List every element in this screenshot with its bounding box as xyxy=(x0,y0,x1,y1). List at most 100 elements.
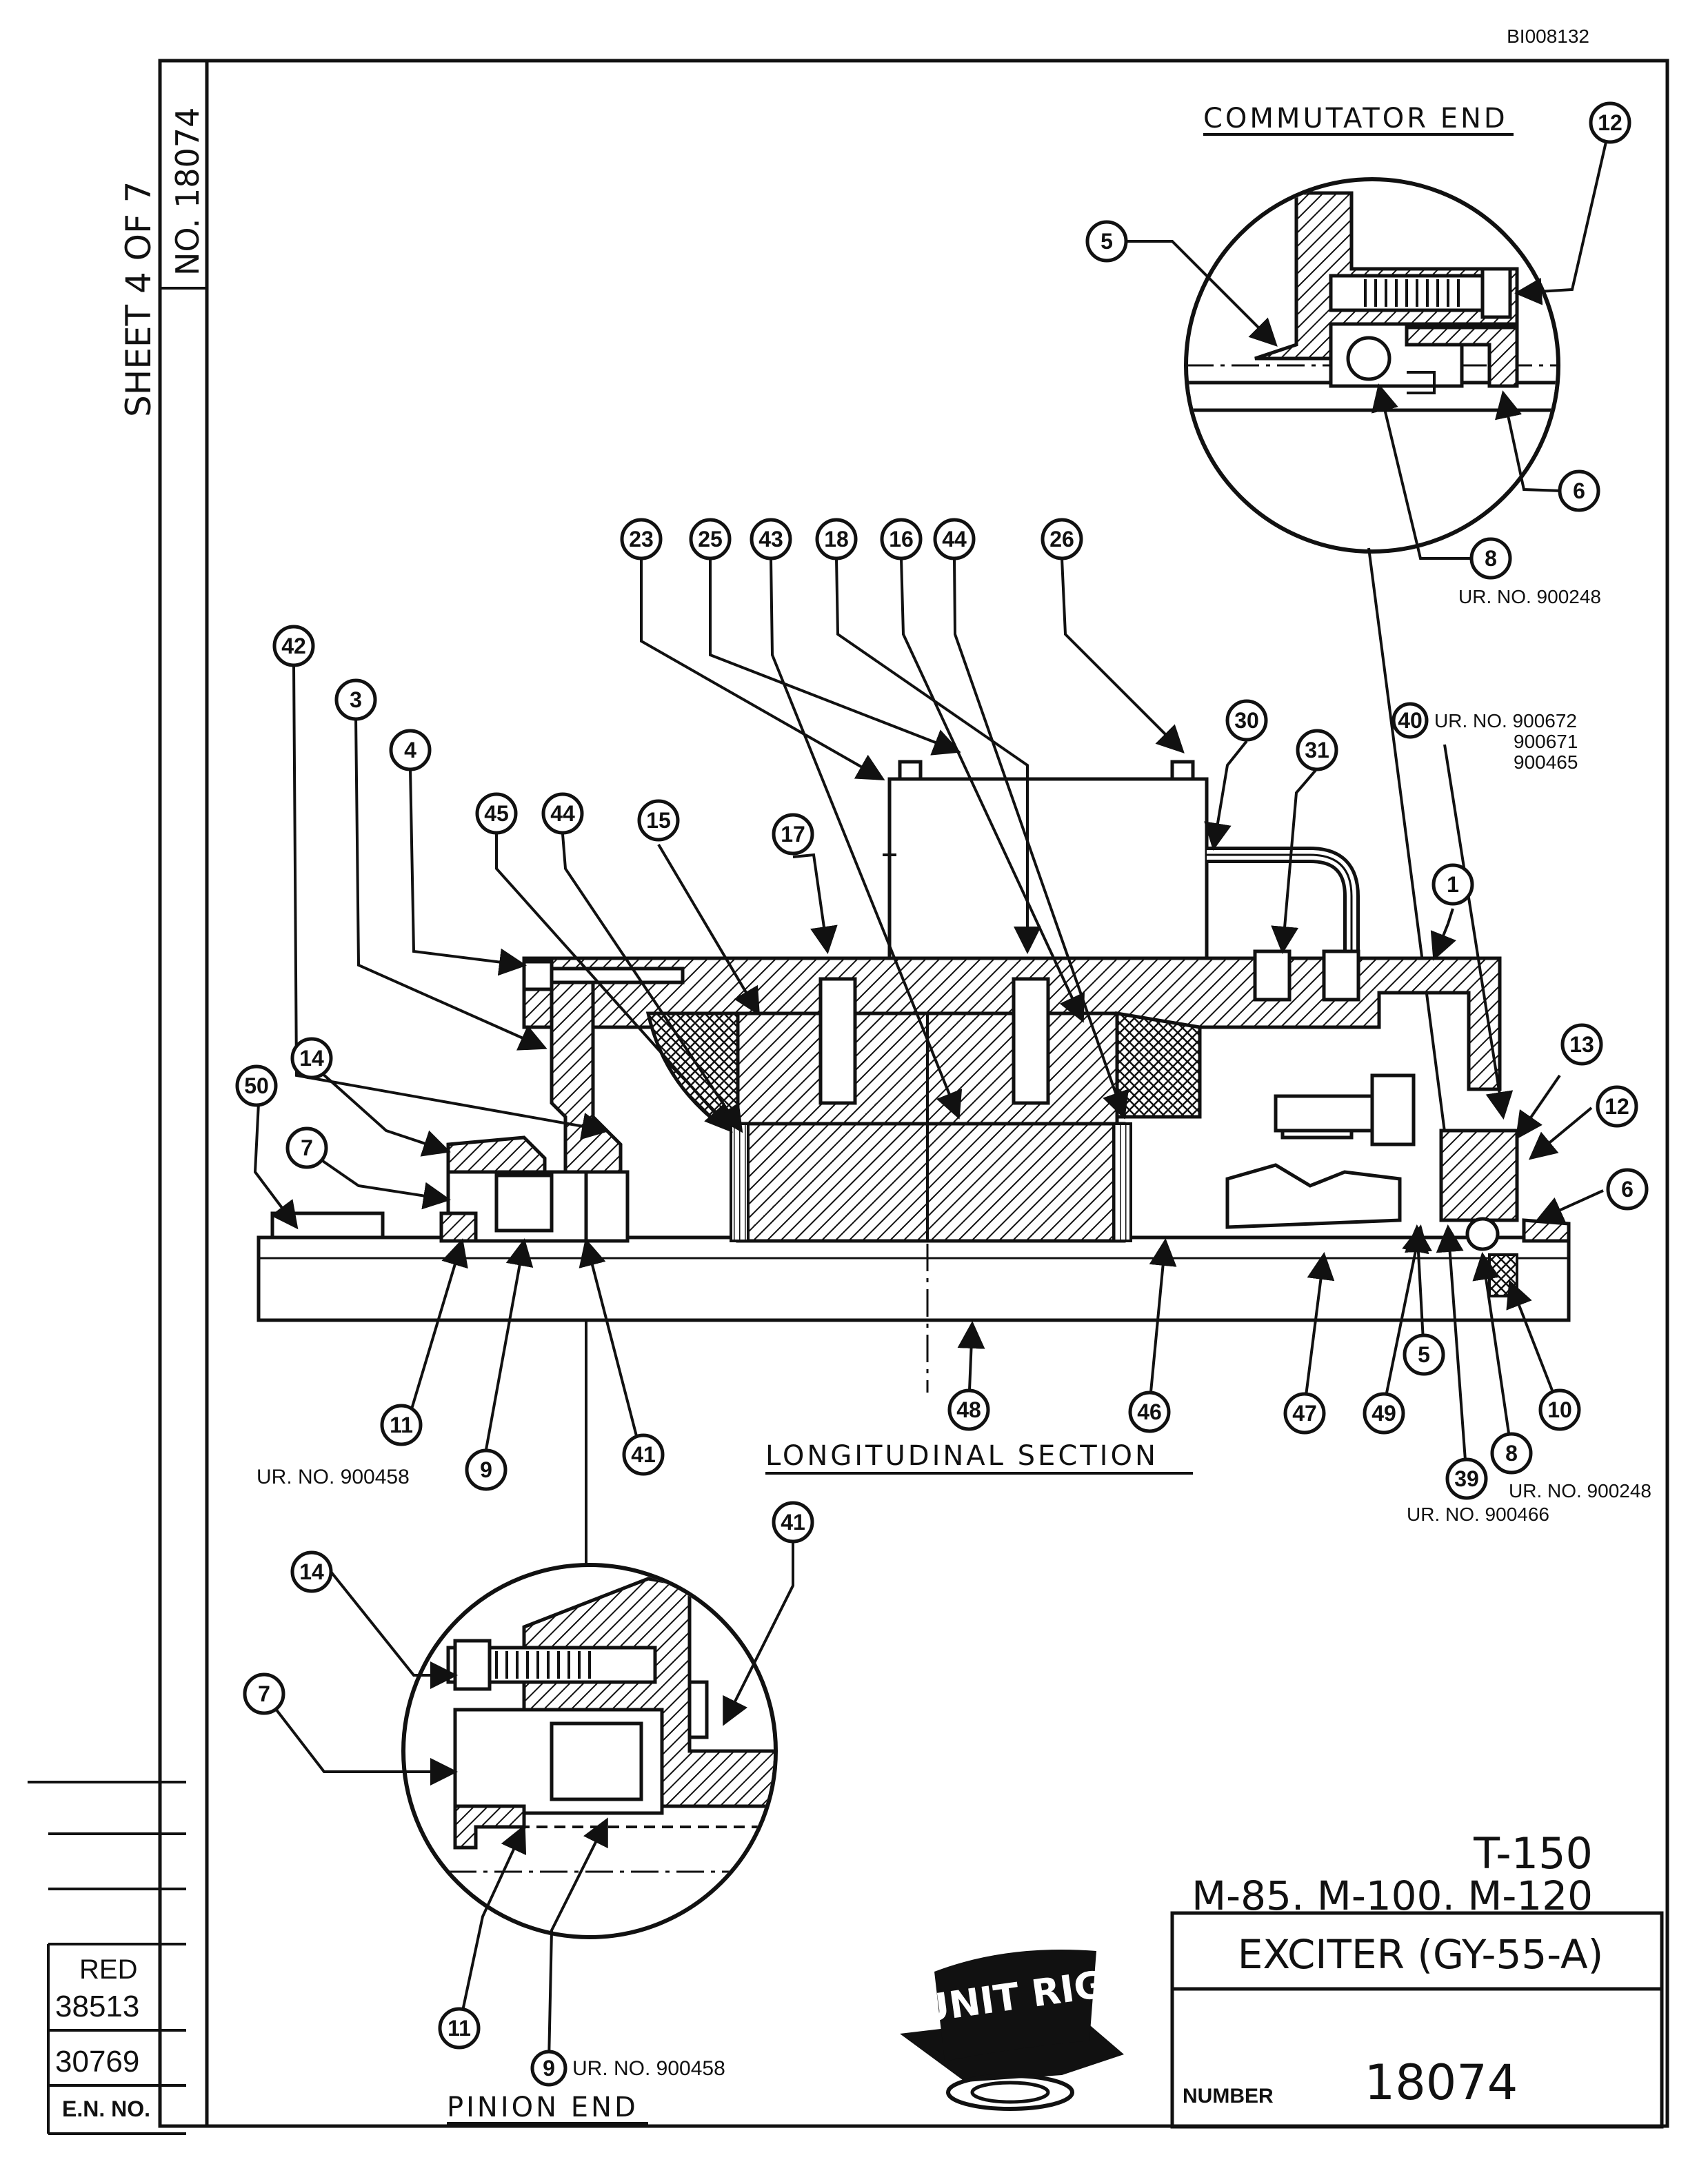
sheet-border xyxy=(158,59,1669,2128)
sheet-number-box xyxy=(159,59,208,290)
pinion-end-detail xyxy=(401,1563,778,1939)
svg-text:5: 5 xyxy=(1101,229,1113,254)
svg-text:16: 16 xyxy=(889,527,914,552)
callout-7-detail: 7 xyxy=(243,1672,285,1715)
svg-text:49: 49 xyxy=(1372,1401,1396,1426)
svg-text:14: 14 xyxy=(299,1046,324,1071)
svg-text:12: 12 xyxy=(1598,110,1622,135)
svg-text:4: 4 xyxy=(404,738,416,762)
callout-1: 1 xyxy=(1431,863,1474,906)
svg-text:39: 39 xyxy=(1454,1466,1479,1491)
callout-16: 16 xyxy=(880,518,923,560)
callout-50: 50 xyxy=(235,1064,278,1107)
svg-text:12: 12 xyxy=(1605,1094,1629,1119)
revision-red-label: RED xyxy=(79,1954,137,1985)
callout-5-main: 5 xyxy=(1403,1333,1445,1376)
callout-6-main: 6 xyxy=(1606,1168,1649,1211)
callout-44-top: 44 xyxy=(933,518,976,560)
svg-text:5: 5 xyxy=(1418,1342,1430,1367)
callout-5-detail: 5 xyxy=(1085,220,1128,263)
svg-text:3: 3 xyxy=(350,687,362,712)
svg-text:26: 26 xyxy=(1049,527,1074,552)
svg-text:6: 6 xyxy=(1573,478,1585,503)
svg-text:11: 11 xyxy=(390,1413,413,1437)
callout-4: 4 xyxy=(389,729,432,771)
svg-text:31: 31 xyxy=(1305,738,1329,762)
svg-text:23: 23 xyxy=(629,527,654,552)
callout-11-main: 11 xyxy=(380,1404,423,1446)
callout-13: 13 xyxy=(1560,1023,1603,1066)
callout-30: 30 xyxy=(1225,699,1268,742)
svg-text:45: 45 xyxy=(484,801,509,826)
svg-text:25: 25 xyxy=(698,527,723,552)
svg-text:8: 8 xyxy=(1485,546,1497,571)
revision-38513: 38513 xyxy=(55,1990,139,2023)
callout-15: 15 xyxy=(637,799,680,842)
commutator-end-detail xyxy=(1184,177,1560,554)
callout-12-detail: 12 xyxy=(1589,101,1631,144)
callout-6-detail: 6 xyxy=(1558,469,1600,512)
svg-text:13: 13 xyxy=(1569,1032,1594,1057)
ur-note-900248-top: UR. NO. 900248 xyxy=(1458,586,1601,607)
commutator-detail-leader xyxy=(1367,547,1449,1159)
callout-42: 42 xyxy=(272,625,315,667)
svg-text:11: 11 xyxy=(448,2016,471,2041)
svg-text:8: 8 xyxy=(1505,1441,1518,1466)
callout-14-main: 14 xyxy=(290,1037,333,1080)
ur-note-900458-bottom: UR. NO. 900458 xyxy=(572,2057,725,2080)
callout-41-detail: 41 xyxy=(772,1501,814,1544)
part-name: EXCITER (GY-55-A) xyxy=(1238,1931,1604,1978)
callout-11-detail: 11 xyxy=(438,2007,481,2050)
callout-39: 39 xyxy=(1445,1457,1488,1500)
svg-text:40: 40 xyxy=(1398,708,1423,733)
longitudinal-section-title: LONGITUDINAL SECTION xyxy=(765,1440,1158,1472)
svg-text:44: 44 xyxy=(550,801,575,826)
model-line-1: T-150 xyxy=(1473,1828,1593,1879)
svg-text:15: 15 xyxy=(646,808,671,833)
ur-note-900465: 900465 xyxy=(1514,751,1578,773)
svg-text:42: 42 xyxy=(281,634,306,658)
callout-45: 45 xyxy=(475,792,518,835)
svg-text:46: 46 xyxy=(1137,1399,1162,1424)
callout-8-main: 8 xyxy=(1490,1432,1533,1475)
commutator-end-title: COMMUTATOR END xyxy=(1203,103,1508,134)
sheet-number: NO. 18074 xyxy=(169,108,206,276)
svg-text:44: 44 xyxy=(942,527,967,552)
callout-26: 26 xyxy=(1041,518,1083,560)
callout-31: 31 xyxy=(1296,729,1338,771)
callout-9-main: 9 xyxy=(465,1448,508,1491)
callout-17: 17 xyxy=(772,813,814,856)
svg-text:41: 41 xyxy=(631,1442,656,1467)
callout-14-detail: 14 xyxy=(290,1550,333,1593)
callout-7-main: 7 xyxy=(285,1126,328,1169)
svg-text:18: 18 xyxy=(824,527,849,552)
sheet-label: SHEET 4 OF 7 xyxy=(119,181,159,417)
callout-48: 48 xyxy=(947,1388,990,1431)
model-line-2: M-85. M-100. M-120 xyxy=(1192,1872,1593,1919)
callout-10: 10 xyxy=(1538,1388,1581,1431)
callout-8-detail: 8 xyxy=(1469,537,1512,580)
svg-text:7: 7 xyxy=(258,1681,270,1706)
callout-12-main: 12 xyxy=(1596,1085,1638,1128)
ur-note-900672: UR. NO. 900672 xyxy=(1434,710,1577,731)
svg-text:50: 50 xyxy=(244,1073,269,1098)
svg-text:10: 10 xyxy=(1547,1397,1572,1422)
svg-text:17: 17 xyxy=(781,822,805,847)
svg-text:30: 30 xyxy=(1234,708,1259,733)
unit-rig-logo: UNIT RIG xyxy=(900,1950,1124,2111)
svg-text:43: 43 xyxy=(758,527,783,552)
revision-en-label: E.N. NO. xyxy=(62,2096,150,2121)
svg-text:48: 48 xyxy=(956,1397,981,1422)
callout-47: 47 xyxy=(1283,1392,1326,1435)
svg-text:7: 7 xyxy=(301,1135,313,1160)
callout-41-main: 41 xyxy=(622,1433,665,1476)
ur-note-900248-right: UR. NO. 900248 xyxy=(1509,1480,1651,1502)
svg-text:9: 9 xyxy=(480,1457,492,1482)
svg-text:1: 1 xyxy=(1447,872,1459,897)
callout-46: 46 xyxy=(1128,1391,1171,1433)
leader-lines xyxy=(253,123,1611,2062)
callout-9-detail: 9 xyxy=(530,2050,567,2087)
callout-40: 40 xyxy=(1391,702,1429,739)
ur-note-900458-left: UR. NO. 900458 xyxy=(257,1466,410,1488)
